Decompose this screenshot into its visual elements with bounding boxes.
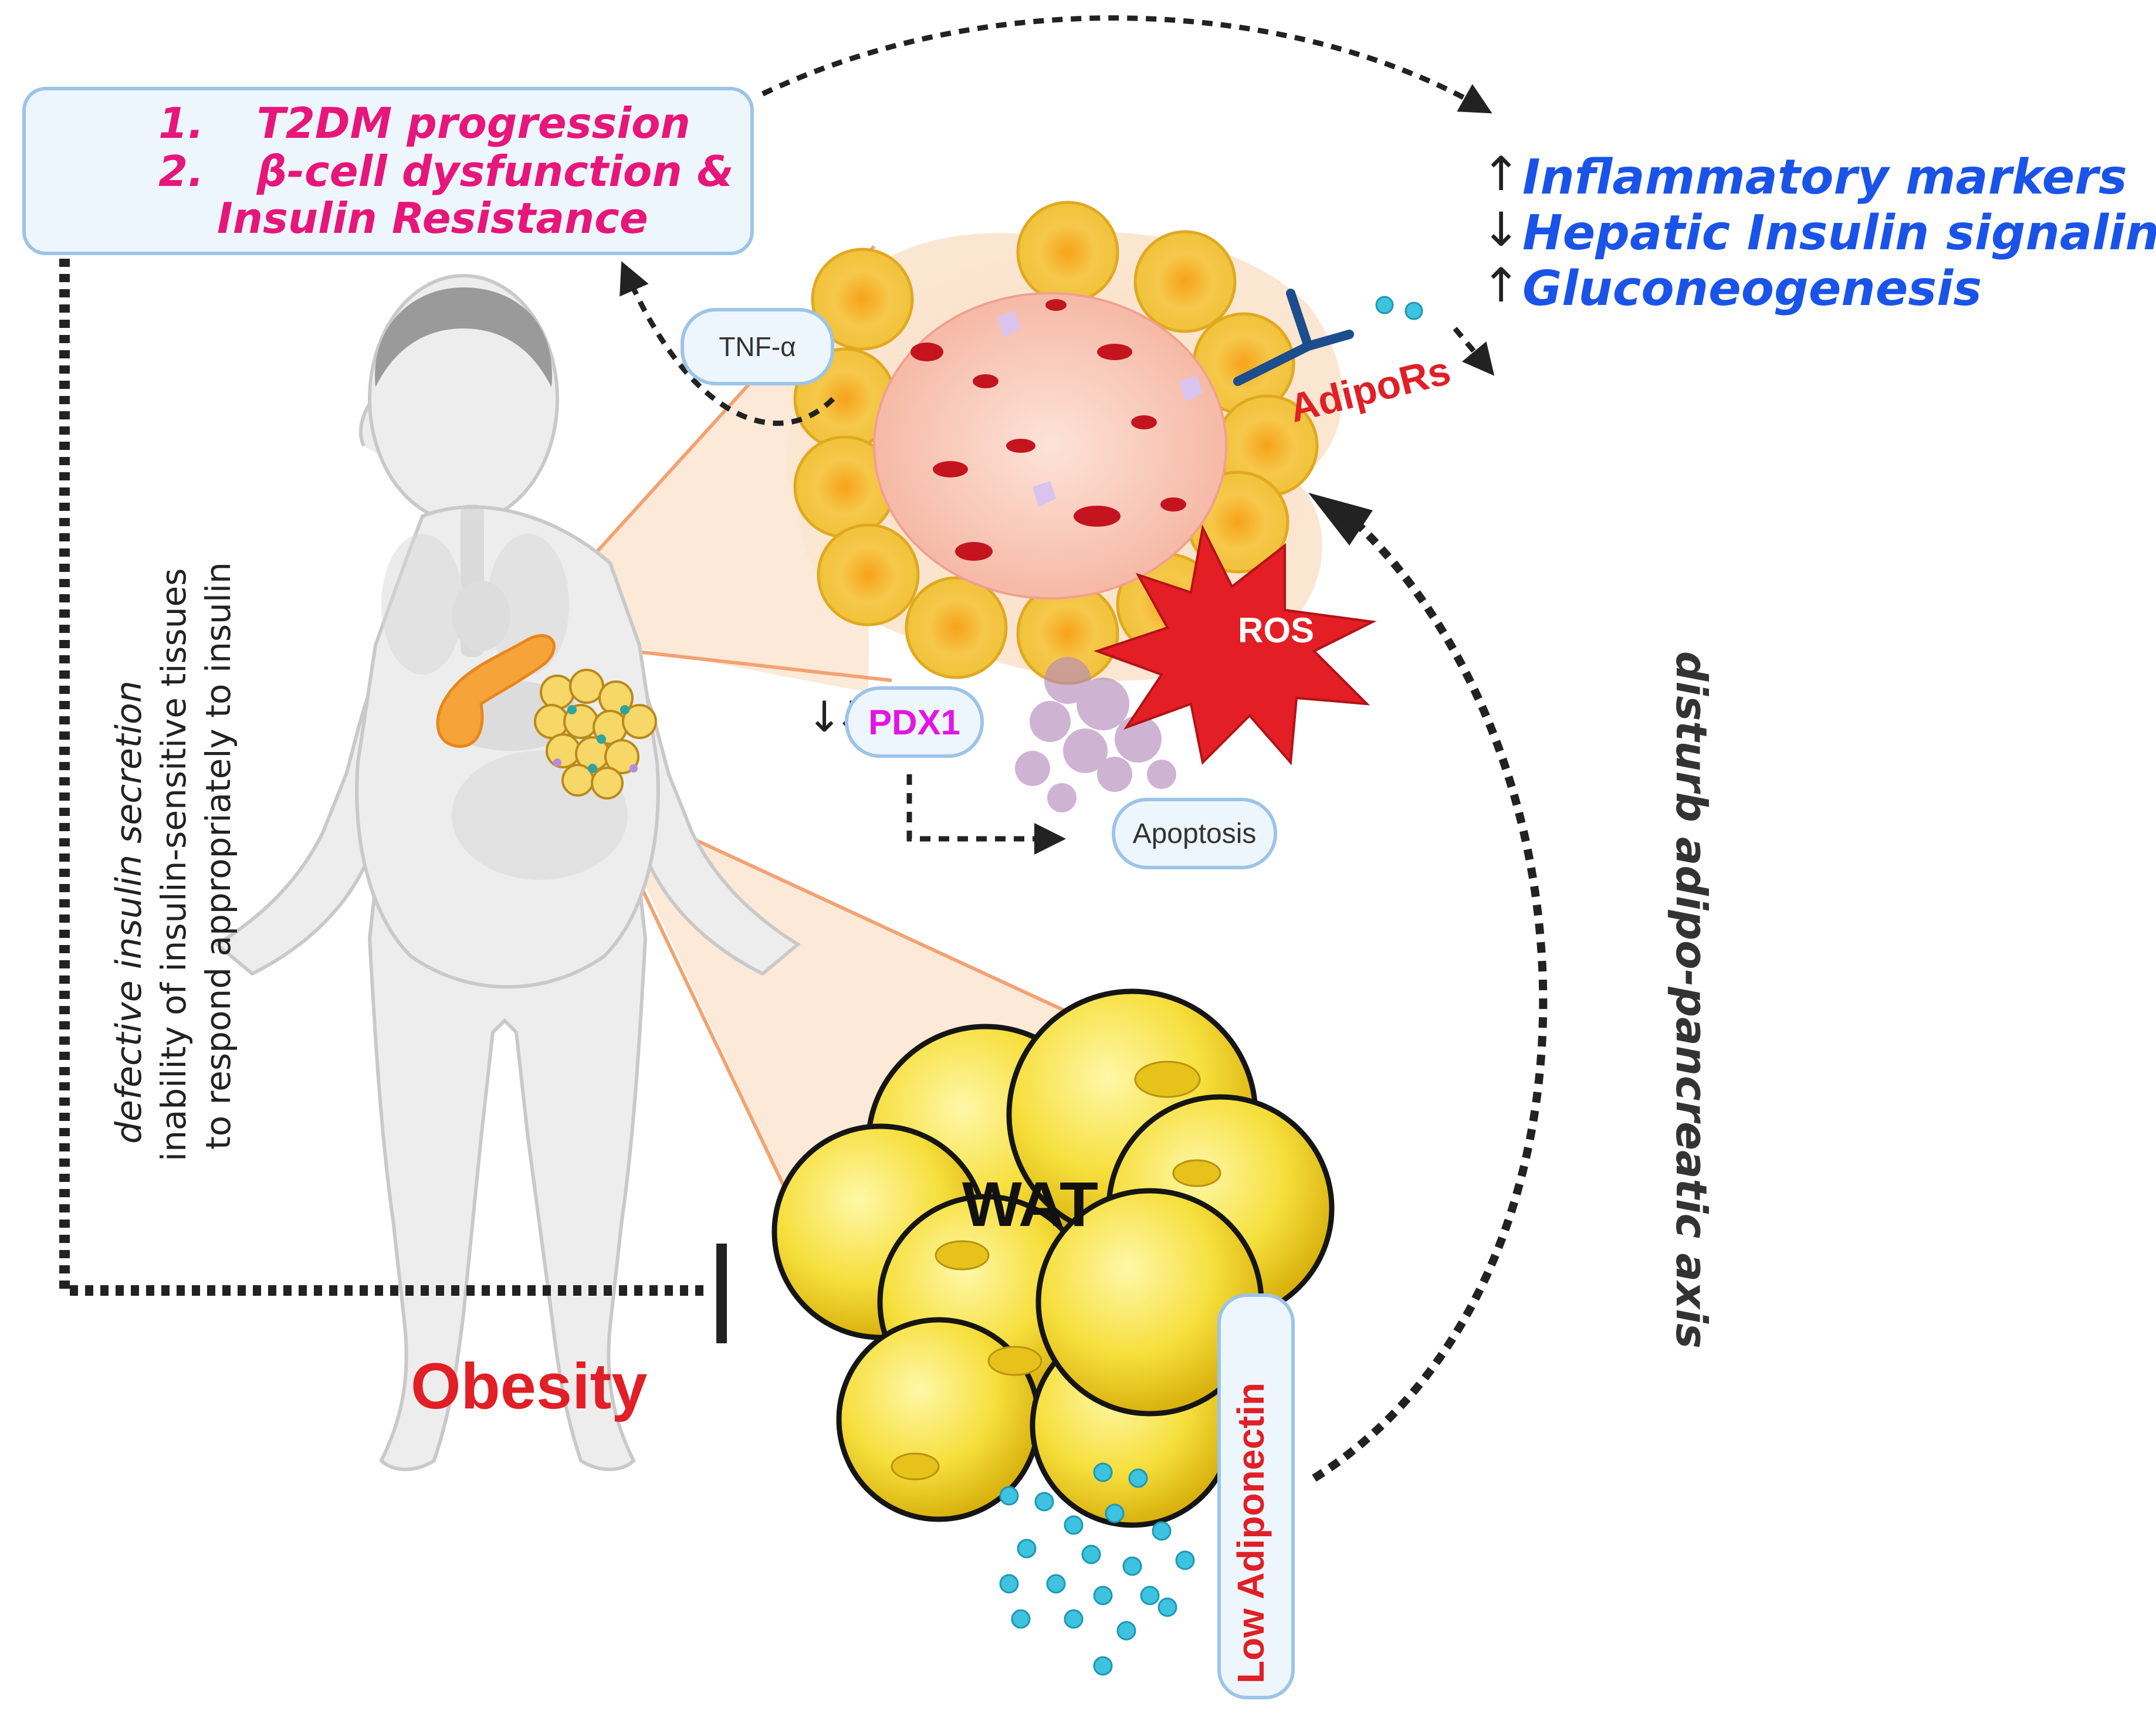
label-disturb-axis: disturb adipo-pancreatic axis [1667,651,1716,1349]
low-adiponectin-pill [1217,1293,1295,1699]
outcome-line2-text: β-cell dysfunction & [256,147,734,196]
label-ros: ROS [1238,611,1315,650]
pdx1-pill: PDX1 [845,686,984,758]
islet-vessels [911,299,1186,561]
arrow-pdx1-to-apoptosis [906,774,1066,855]
outcome-line1-text: T2DM progression [256,99,691,148]
tnf-alpha-pill: TNF-α [681,308,834,385]
outcome-box [22,87,754,255]
outcome-line1-num: 1. [158,99,204,148]
outcome-line2: 2. β-cell dysfunction & [158,147,734,196]
label-obesity: Obesity [411,1350,648,1422]
apoptosis-pill: Apoptosis [1112,798,1277,869]
pdx1-label: PDX1 [868,702,960,742]
wat-nuclei [891,1061,1221,1481]
apoptosis-label: Apoptosis [1132,818,1257,849]
islet-core [873,292,1227,599]
outcome-line1: 1. T2DM progression [158,99,691,148]
arrowhead-islet [1308,493,1373,546]
outcome-line3: Insulin Resistance [217,194,648,243]
label-inability-line1: inability of insulin-sensitive tissues [154,568,194,1161]
apoptotic-cells [1015,657,1176,812]
marker-arrow-1: ↑ [1481,147,1521,201]
label-gluconeogenesis: Gluconeogenesis [1522,261,1982,317]
adiponectin-dots [999,1462,1195,1676]
arrow-adiponectin-to-islet [1312,513,1548,1482]
adiponectin-dots-top [1375,296,1423,320]
adiponectin-receptor-icon [1233,289,1354,386]
label-defective-insulin-secretion: defective insulin secretion [109,680,150,1144]
outcome-line2-num: 2. [158,147,204,196]
label-inability-line2: to respond appropriately to insulin [198,562,238,1150]
label-hepatic-insulin-signaling: Hepatic Insulin signaling [1522,205,2156,261]
fat-cluster-small [534,669,657,800]
dashed-arrows [620,15,1495,855]
label-inflammatory-markers: Inflammatory markers [1522,150,2127,205]
human-hair [375,287,552,387]
pancreas-organ [436,634,556,748]
islet-lilac-cells [997,311,1203,507]
label-wat: WAT [962,1168,1098,1239]
label-low-adiponectin: Low Adiponectin [1230,1382,1272,1683]
marker-arrow-2: ↓ [1481,202,1521,257]
ros-starburst [1093,524,1377,765]
arrow-adiporecs-marker [1453,327,1495,376]
arrow-box-to-markers [761,15,1492,114]
marker-arrow-3: ↑ [1481,258,1521,313]
tnf-alpha-label: TNF-α [719,331,796,362]
